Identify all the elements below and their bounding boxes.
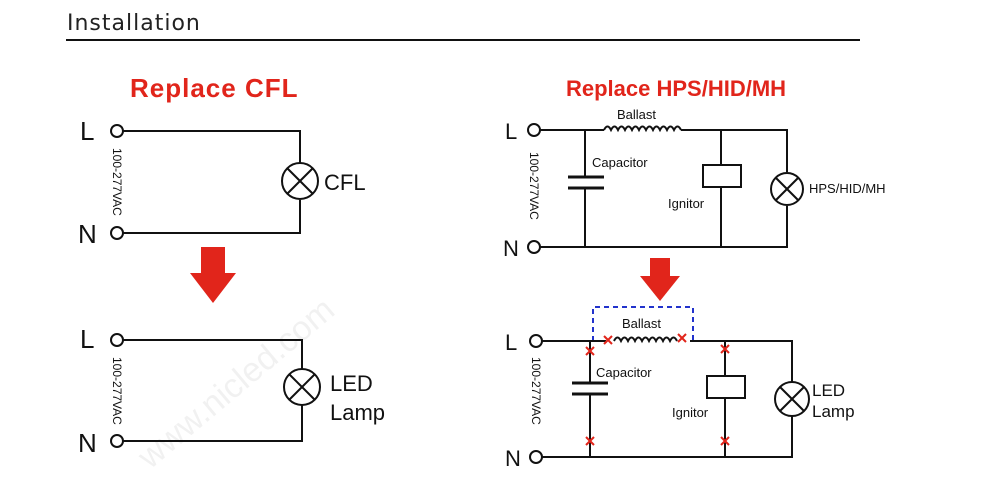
terminal-l — [110, 124, 124, 138]
arrow-down-icon — [190, 247, 236, 303]
hps-label: HPS/HID/MH — [809, 181, 886, 196]
wire-neutral — [542, 416, 793, 458]
ignitor-icon — [702, 164, 742, 188]
capacitor-label: Capacitor — [596, 365, 652, 380]
cut-mark-icon — [585, 436, 595, 446]
voltage-label: 100-277VAC — [529, 357, 543, 425]
ballast-label: Ballast — [617, 107, 656, 122]
terminal-l-label: L — [80, 324, 94, 354]
terminal-n-label: N — [503, 236, 519, 261]
terminal-n — [110, 434, 124, 448]
wire-line-right — [681, 129, 788, 172]
terminal-l-label: L — [80, 116, 94, 146]
lamp-label: Lamp — [330, 400, 385, 425]
wire-line — [123, 130, 301, 163]
lamp-label: Lamp — [812, 402, 855, 421]
bypass-dashed-box — [592, 306, 694, 341]
terminal-n — [110, 226, 124, 240]
page-title: Installation — [67, 11, 201, 36]
left-title: Replace CFL — [130, 73, 299, 103]
led-circuit-left: L N 100-277VAC LED Lamp — [78, 324, 385, 458]
terminal-n — [527, 240, 541, 254]
terminal-l — [110, 333, 124, 347]
wire-neutral — [123, 200, 301, 234]
terminal-n-label: N — [505, 446, 521, 471]
led-label: LED — [812, 381, 845, 400]
cut-mark-icon — [720, 436, 730, 446]
terminal-l-label: L — [505, 330, 517, 355]
terminal-l — [527, 123, 541, 137]
hps-circuit: L N 100-277VAC Ballast Capacitor Ignitor… — [503, 107, 886, 261]
right-title: Replace HPS/HID/MH — [566, 76, 786, 101]
cut-mark-icon — [720, 344, 730, 354]
led-label: LED — [330, 371, 373, 396]
ignitor-label: Ignitor — [672, 405, 709, 420]
lamp-icon — [283, 368, 321, 406]
ignitor-label: Ignitor — [668, 196, 705, 211]
cfl-circuit: L N 100-277VAC CFL — [78, 116, 366, 249]
terminal-n-label: N — [78, 428, 97, 458]
wire-neutral — [540, 206, 788, 248]
cut-mark-icon — [677, 333, 687, 343]
cut-mark-icon — [603, 335, 613, 345]
cfl-label: CFL — [324, 170, 366, 195]
capacitor-label: Capacitor — [592, 155, 648, 170]
wire-line — [123, 339, 303, 369]
voltage-label: 100-277VAC — [527, 152, 541, 220]
lamp-icon — [770, 172, 804, 206]
lamp-icon — [774, 381, 810, 417]
cut-mark-icon — [585, 346, 595, 356]
led-circuit-right: L N 100-277VAC Ballast Capacitor Ignitor… — [505, 306, 855, 471]
terminal-n-label: N — [78, 219, 97, 249]
terminal-n — [529, 450, 543, 464]
ballast-coil-icon — [603, 125, 682, 133]
wire-neutral — [123, 405, 303, 442]
voltage-label: 100-277VAC — [110, 357, 124, 425]
ballast-label: Ballast — [622, 316, 661, 331]
voltage-label: 100-277VAC — [110, 148, 124, 216]
terminal-l-label: L — [505, 119, 517, 144]
terminal-l — [529, 334, 543, 348]
arrow-down-icon — [640, 258, 680, 301]
lamp-icon — [281, 162, 319, 200]
ignitor-icon — [706, 375, 746, 399]
ballast-coil-icon — [613, 336, 678, 344]
